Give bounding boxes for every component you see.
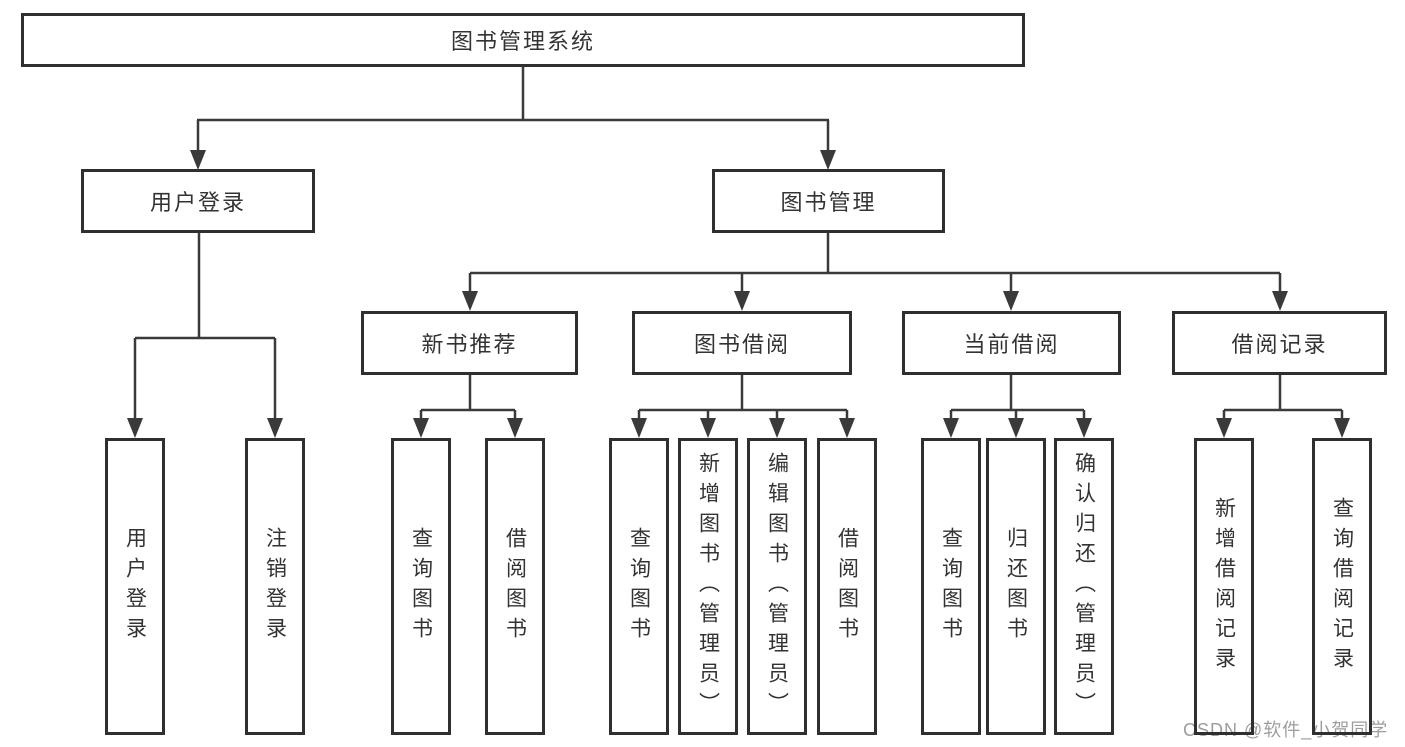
arrow-down-icon <box>820 150 836 170</box>
leaf-label: 编辑图书（管理员） <box>765 451 789 722</box>
leaf-label: 查询借阅记录 <box>1330 496 1354 677</box>
arrow-down-icon <box>1272 291 1288 311</box>
leaf-label: 归还图书 <box>1004 526 1028 647</box>
node-book-management: 图书管理 <box>712 169 945 233</box>
leaf-label: 查询图书 <box>627 526 651 647</box>
leaf-borrow-books-1: 借阅图书 <box>485 438 545 735</box>
arrow-down-icon <box>1003 291 1019 311</box>
leaf-label: 新增图书（管理员） <box>696 451 720 722</box>
leaf-logout: 注销登录 <box>245 438 305 735</box>
leaf-label: 新增借阅记录 <box>1212 496 1236 677</box>
leaf-label: 确认归还（管理员） <box>1072 451 1096 722</box>
edge-borrowing-records-to-leaves <box>1222 375 1344 421</box>
arrow-down-icon <box>507 418 523 438</box>
leaf-edit-books-admin: 编辑图书（管理员） <box>747 438 807 735</box>
leaf-label: 借阅图书 <box>835 526 859 647</box>
node-new-book-recommend: 新书推荐 <box>361 311 578 375</box>
leaf-label: 注销登录 <box>263 526 287 647</box>
node-borrowing-records: 借阅记录 <box>1172 311 1387 375</box>
arrow-down-icon <box>943 418 959 438</box>
arrow-down-icon <box>127 418 143 438</box>
leaf-add-borrow-record: 新增借阅记录 <box>1194 438 1254 735</box>
leaf-query-books-1: 查询图书 <box>391 438 451 735</box>
node-book-borrowing: 图书借阅 <box>632 311 852 375</box>
leaf-label: 借阅图书 <box>503 526 527 647</box>
arrow-down-icon <box>1334 418 1350 438</box>
arrow-down-icon <box>769 418 785 438</box>
leaf-label: 用户登录 <box>123 526 147 647</box>
arrow-down-icon <box>1008 418 1024 438</box>
leaf-borrow-books-2: 借阅图书 <box>817 438 877 735</box>
edge-book-borrowing-to-leaves <box>637 375 849 421</box>
csdn-watermark: CSDN @软件_小贺同学 <box>1183 720 1389 740</box>
arrow-down-icon <box>839 418 855 438</box>
leaf-query-borrow-record: 查询借阅记录 <box>1312 438 1372 735</box>
leaf-return-books: 归还图书 <box>986 438 1046 735</box>
arrow-down-icon <box>700 418 716 438</box>
leaf-query-books-2: 查询图书 <box>609 438 669 735</box>
leaf-confirm-return-admin: 确认归还（管理员） <box>1054 438 1114 735</box>
node-current-borrowing: 当前借阅 <box>902 311 1121 375</box>
arrow-down-icon <box>190 150 206 170</box>
edge-book-management-to-level3 <box>468 233 1282 294</box>
arrow-down-icon <box>462 291 478 311</box>
leaf-query-books-3: 查询图书 <box>921 438 981 735</box>
arrow-down-icon <box>631 418 647 438</box>
arrow-down-icon <box>1076 418 1092 438</box>
arrow-down-icon <box>734 291 750 311</box>
edge-user-login-to-leaves <box>133 233 277 421</box>
leaf-label: 查询图书 <box>939 526 963 647</box>
arrow-down-icon <box>413 418 429 438</box>
leaf-label: 查询图书 <box>409 526 433 647</box>
edge-current-borrowing-to-leaves <box>949 375 1086 421</box>
leaf-user-login: 用户登录 <box>105 438 165 735</box>
node-library-management-system: 图书管理系统 <box>21 13 1025 67</box>
arrow-down-icon <box>267 418 283 438</box>
edge-root-to-level2 <box>196 67 830 152</box>
node-user-login: 用户登录 <box>81 169 315 233</box>
arrow-down-icon <box>1216 418 1232 438</box>
leaf-add-books-admin: 新增图书（管理员） <box>678 438 738 735</box>
edge-new-book-to-leaves <box>419 375 517 421</box>
